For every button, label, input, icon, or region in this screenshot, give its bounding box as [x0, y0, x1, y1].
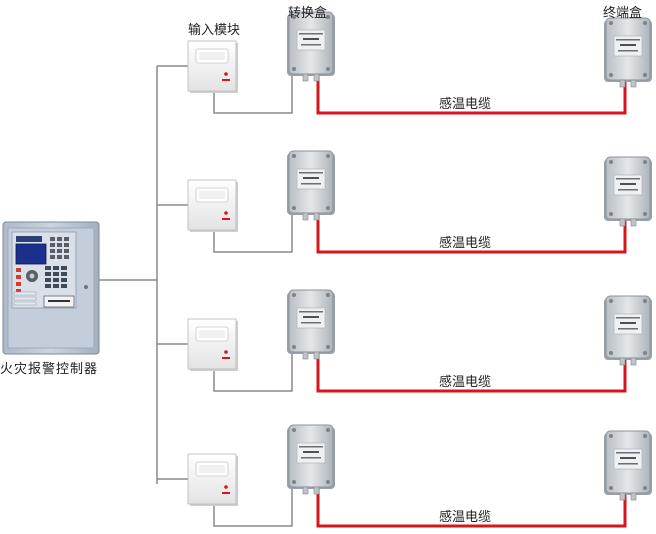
cable-label: 感温电缆 — [439, 97, 492, 112]
indicator-led — [224, 72, 228, 76]
terminal-box — [604, 156, 652, 227]
cable-label: 感温电缆 — [439, 236, 492, 251]
heat-cable — [316, 489, 627, 528]
junction-box — [287, 289, 335, 360]
indicator-led — [224, 485, 228, 489]
panel-lock — [84, 285, 88, 289]
input-module — [187, 40, 238, 93]
heat-cable — [316, 76, 627, 115]
indicator-led — [224, 211, 228, 215]
lcd-screen — [15, 243, 47, 265]
input-module — [187, 179, 238, 232]
label-terminal-box: 终端盒 — [603, 6, 643, 21]
junction-box — [287, 150, 335, 221]
devices — [187, 11, 652, 506]
label-junction-box: 转换盒 — [288, 6, 328, 21]
indicator-led — [224, 350, 228, 354]
input-module — [187, 318, 238, 371]
junction-box — [287, 11, 335, 82]
label-input-module: 输入模块 — [188, 23, 241, 38]
heat-cable — [316, 354, 627, 393]
input-module — [187, 453, 238, 506]
fire-alarm-controller — [2, 221, 100, 355]
label-controller: 火灾报警控制器 — [0, 362, 99, 377]
junction-box — [287, 424, 335, 495]
terminal-box — [604, 295, 652, 366]
signal-wires — [99, 65, 627, 528]
terminal-box — [604, 17, 652, 88]
terminal-box — [604, 430, 652, 501]
cable-label: 感温电缆 — [439, 510, 492, 525]
heat-cable — [316, 215, 627, 254]
cable-label: 感温电缆 — [439, 375, 492, 390]
